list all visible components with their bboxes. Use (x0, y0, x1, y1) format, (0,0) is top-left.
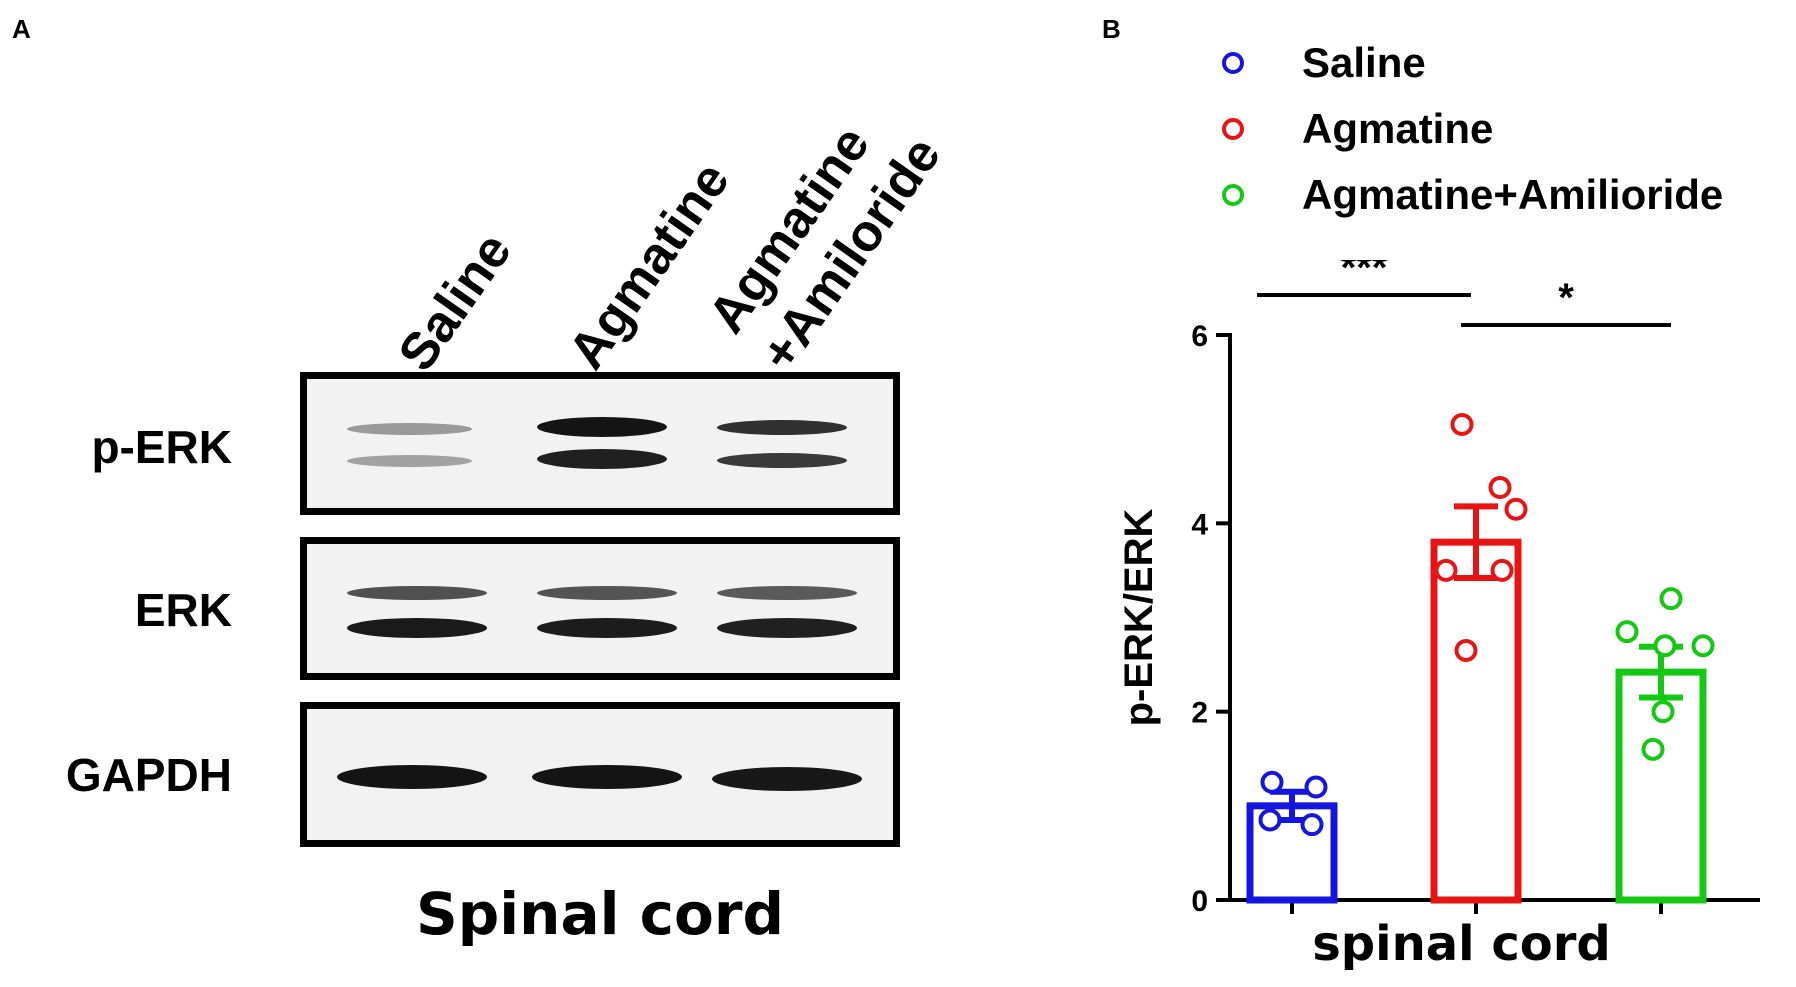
data-point (1450, 412, 1474, 436)
band (537, 449, 667, 469)
legend-marker-agmatine (1222, 118, 1244, 140)
band (717, 453, 847, 468)
legend-label-agmatine: Agmatine (1302, 105, 1494, 152)
legend-item-saline: Saline (1210, 30, 1723, 96)
y-axis-title: p-ERK/ERK (1117, 509, 1161, 727)
blot-label-gapdh: GAPDH (65, 749, 232, 801)
data-point (1304, 775, 1328, 799)
band (537, 586, 677, 600)
blot-label-erk: ERK (134, 584, 232, 636)
legend-label-saline: Saline (1302, 39, 1426, 86)
band (717, 420, 847, 435)
chart-legend: Saline Agmatine Agmatine+Amilioride (1210, 30, 1723, 228)
blot-gapdh (300, 702, 900, 847)
band (347, 423, 472, 435)
band (347, 586, 487, 600)
data-point (1258, 808, 1282, 832)
y-tick-label: 6 (1191, 320, 1208, 353)
band (347, 455, 472, 467)
lane-label-saline: Saline (387, 222, 523, 382)
data-point (1615, 620, 1639, 644)
band (537, 417, 667, 437)
legend-marker-amiloride (1222, 184, 1244, 206)
data-point (1651, 700, 1675, 724)
y-tick-label: 2 (1191, 697, 1208, 730)
blot-erk (300, 537, 900, 680)
panel-b-letter: B (1102, 14, 1121, 44)
y-tick-label: 0 (1191, 885, 1208, 918)
blot-label-p-erk: p-ERK (91, 421, 232, 473)
data-point (1641, 737, 1665, 761)
band (347, 618, 487, 638)
band (717, 618, 857, 638)
tissue-label: Spinal cord (415, 880, 785, 948)
lane-label-agmatine: Agmatine (557, 152, 741, 380)
data-point (1260, 770, 1284, 794)
x-axis-title: spinal cord (1312, 916, 1611, 972)
data-point (1434, 558, 1458, 582)
legend-label-amiloride: Agmatine+Amilioride (1302, 171, 1724, 218)
data-point (1659, 587, 1683, 611)
bar (1430, 538, 1522, 904)
data-point (1504, 497, 1528, 521)
band (532, 765, 682, 789)
legend-marker-saline (1222, 52, 1244, 74)
data-point (1300, 813, 1324, 837)
blot-p-erk (300, 372, 900, 515)
data-point (1454, 638, 1478, 662)
data-point (1691, 634, 1715, 658)
legend-item-amiloride: Agmatine+Amilioride (1210, 162, 1723, 228)
panel-a-letter: A (12, 14, 31, 44)
significance-label: * (1558, 276, 1574, 320)
data-point (1653, 634, 1677, 658)
significance-label: *** (1341, 260, 1388, 290)
band (537, 618, 677, 638)
band (717, 586, 857, 600)
y-tick-label: 4 (1191, 508, 1208, 541)
band (712, 767, 862, 791)
data-point (1490, 558, 1514, 582)
data-point (1488, 476, 1512, 500)
legend-item-agmatine: Agmatine (1210, 96, 1723, 162)
band (337, 765, 487, 789)
